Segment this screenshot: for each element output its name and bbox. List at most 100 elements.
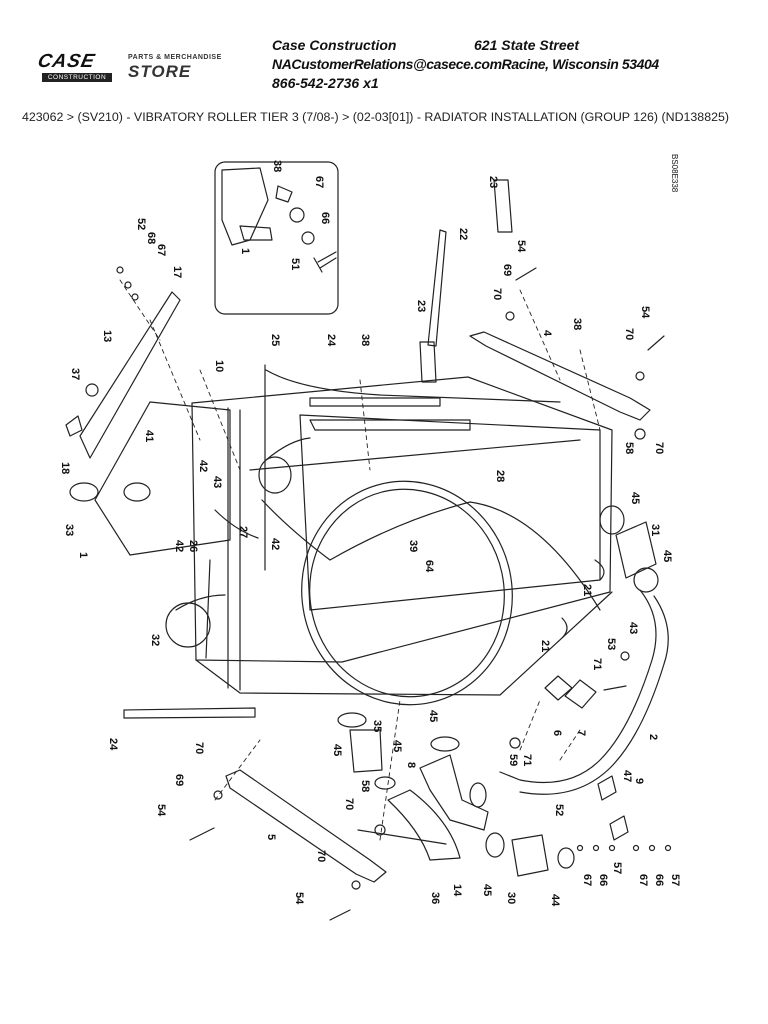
elbow-8 <box>419 754 489 831</box>
logo-wordmark: CASE <box>35 51 98 72</box>
callout-42c: 42 <box>269 538 281 550</box>
callout-7: 7 <box>575 730 587 736</box>
callout-47: 47 <box>621 770 633 782</box>
callout-42: 42 <box>197 460 209 472</box>
nut-70-top <box>505 311 515 321</box>
drawing-code: BS08E338 <box>670 154 679 193</box>
sleeve-23-top <box>493 179 513 233</box>
breadcrumb: 423062 > (SV210) - VIBRATORY ROLLER TIER… <box>22 110 729 124</box>
nut-57a <box>608 844 616 852</box>
callout-10: 10 <box>213 360 225 372</box>
callout-66b: 66 <box>653 874 665 886</box>
callout-71: 71 <box>591 658 603 670</box>
bolt-43 <box>620 651 630 661</box>
email-city[interactable]: NACustomerRelations@casece.comRacine, Wi… <box>272 56 659 72</box>
callout-31: 31 <box>649 524 661 536</box>
callout-8: 8 <box>405 762 417 768</box>
callout-36: 36 <box>429 892 441 904</box>
clamp-44 <box>557 847 575 869</box>
elbow-32-pipe <box>175 594 226 611</box>
callout-5: 5 <box>265 834 277 840</box>
pipe-2 <box>499 589 657 783</box>
callout-53: 53 <box>605 638 617 650</box>
nut-70-bottom <box>351 880 361 890</box>
callout-54-top: 54 <box>515 240 527 253</box>
callout-43: 43 <box>211 476 223 488</box>
pad-6 <box>544 675 573 701</box>
callout-45-b: 45 <box>391 740 403 752</box>
callout-13: 13 <box>101 330 113 342</box>
rod-36 <box>357 829 447 845</box>
callout-68: 68 <box>145 232 157 244</box>
callout-2: 2 <box>647 734 659 740</box>
nut-59 <box>509 737 521 749</box>
clamp-45-b <box>374 776 396 790</box>
callout-35: 35 <box>371 720 383 732</box>
callout-39: 39 <box>407 540 419 552</box>
bar-24-bottom <box>123 707 256 719</box>
callout-38-right: 38 <box>571 318 583 330</box>
company-name: Case Construction <box>272 37 397 53</box>
callout-57a: 57 <box>611 862 623 874</box>
bar-24-top <box>309 397 441 407</box>
washer-67a <box>576 844 584 852</box>
washer-69 <box>213 790 223 800</box>
washer-66a <box>592 844 600 852</box>
callout-inset-51: 51 <box>289 258 301 270</box>
callout-45-c: 45 <box>427 710 439 722</box>
callout-54-low: 54 <box>293 892 305 905</box>
clamp-45-c <box>430 736 460 752</box>
cap-33 <box>69 482 99 502</box>
washer-66b <box>648 844 656 852</box>
callout-66a: 66 <box>597 874 609 886</box>
store-logo[interactable]: PARTS & MERCHANDISE STORE <box>128 53 258 83</box>
nut-37 <box>85 383 99 397</box>
callout-45-top: 45 <box>629 492 641 504</box>
washer-67 <box>131 293 139 301</box>
bolt-54-top <box>515 267 537 281</box>
callout-67a: 67 <box>581 874 593 886</box>
hose-27 <box>214 509 259 539</box>
callout-6: 6 <box>551 730 563 736</box>
radiator-tank-line <box>249 439 581 471</box>
callout-30: 30 <box>505 892 517 904</box>
callout-67: 67 <box>155 244 167 256</box>
callout-70-right: 70 <box>623 328 635 340</box>
bolt-54-bottom <box>189 827 215 841</box>
radiator-base <box>195 559 613 696</box>
hose-35 <box>349 729 383 773</box>
clip-21b <box>561 617 568 639</box>
nut-70-right <box>635 371 645 381</box>
callout-59: 59 <box>507 754 519 766</box>
callout-54-right: 54 <box>639 306 651 319</box>
hose-31 <box>615 521 657 579</box>
parts-diagram: 52 68 67 17 13 37 18 33 1 10 41 42 43 26… <box>0 140 768 1024</box>
callout-labels: 52 68 67 17 13 37 18 33 1 10 41 42 43 26… <box>59 154 681 907</box>
inset-washer2 <box>301 231 315 245</box>
callout-70-top: 70 <box>491 288 503 300</box>
elbow-32 <box>165 602 211 648</box>
pipe-2-outer <box>519 595 669 795</box>
diagram-svg: 52 68 67 17 13 37 18 33 1 10 41 42 43 26… <box>59 154 681 921</box>
brace-5 <box>225 769 387 883</box>
callout-22: 22 <box>457 228 469 240</box>
callout-23: 23 <box>415 300 427 312</box>
bolt-54-right <box>647 335 665 351</box>
callout-24: 24 <box>325 334 337 347</box>
callout-58: 58 <box>623 442 635 454</box>
clip-21 <box>594 559 605 581</box>
fan-shroud-ring <box>301 480 513 706</box>
rod-22 <box>427 229 447 347</box>
case-logo[interactable]: CASE CONSTRUCTION <box>35 51 112 82</box>
callout-70: 70 <box>653 442 665 454</box>
adapter-30 <box>511 834 549 877</box>
callout-41: 41 <box>143 430 155 442</box>
clamp-45-upper <box>599 505 625 535</box>
callout-inset-67: 67 <box>313 176 325 188</box>
inset-bolt <box>313 251 337 273</box>
callout-28: 28 <box>494 470 506 482</box>
bracket-9 <box>609 815 629 841</box>
callout-45-right: 45 <box>661 550 673 562</box>
callout-inset-66: 66 <box>319 212 331 224</box>
inset-clip <box>275 185 293 203</box>
